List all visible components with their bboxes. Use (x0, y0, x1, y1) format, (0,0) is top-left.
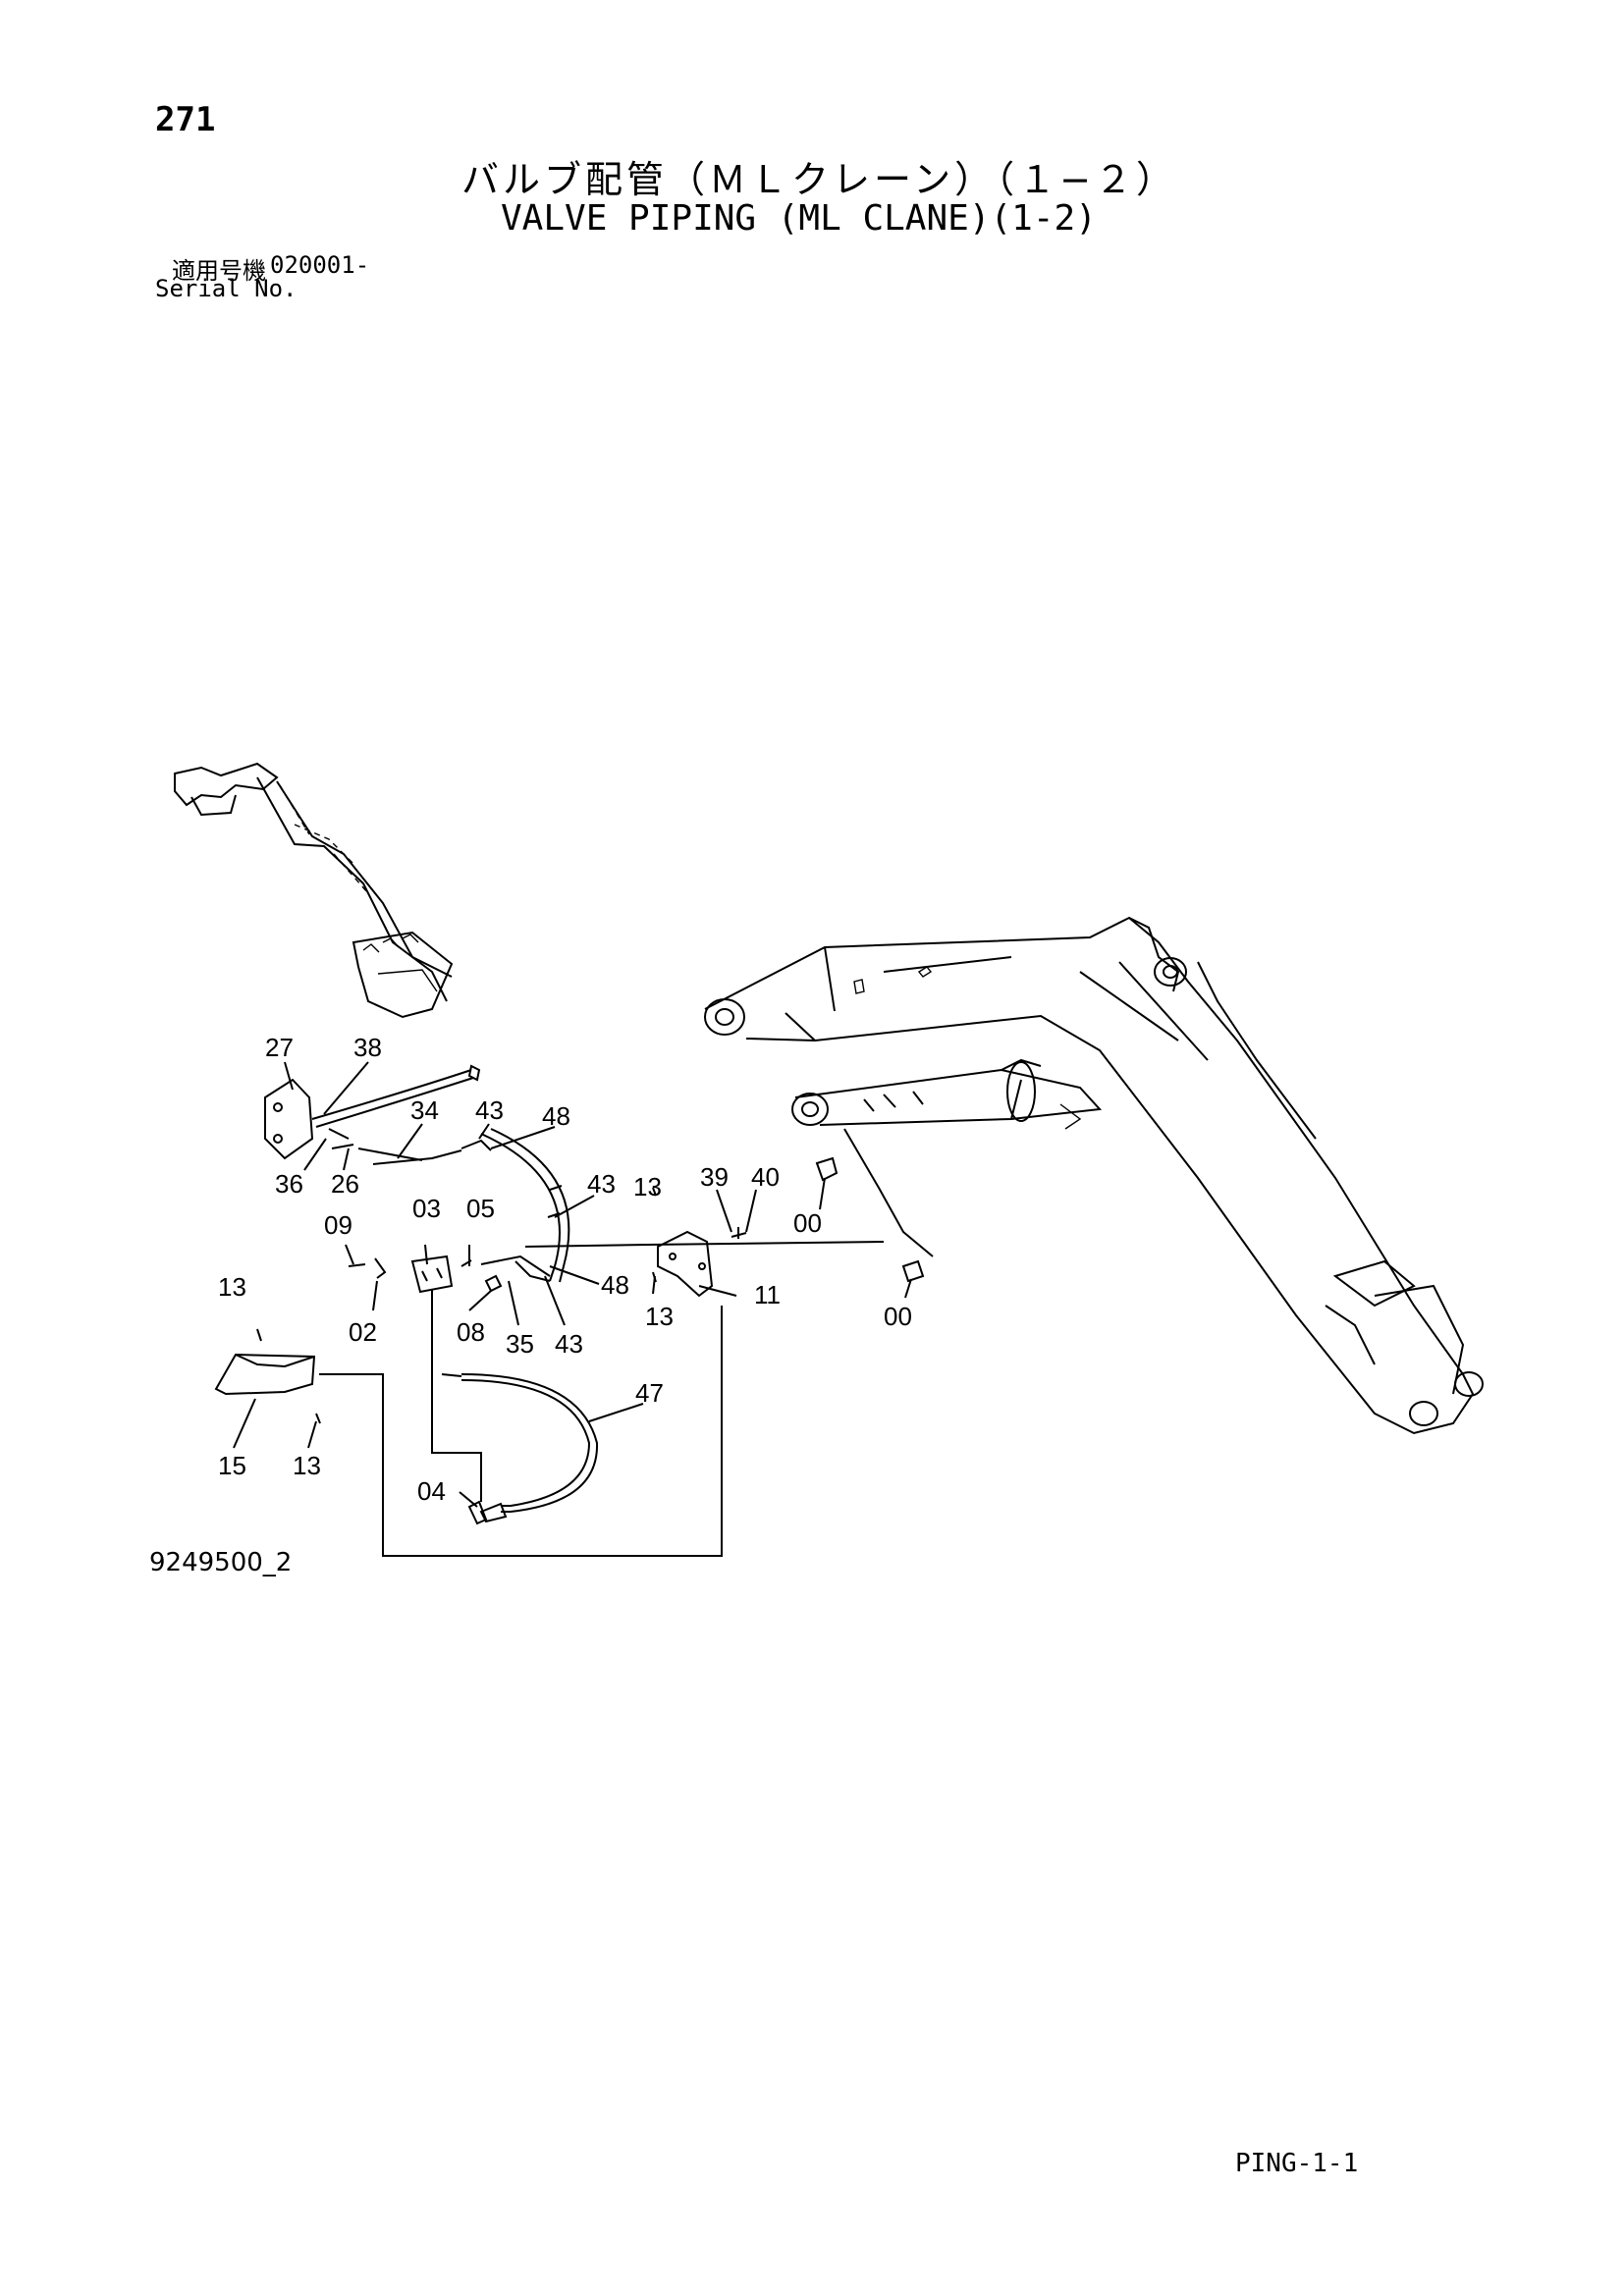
fittings-00 (815, 1156, 925, 1283)
callout-13b: 13 (218, 1272, 246, 1302)
cover-15 (214, 1328, 321, 1424)
callout-39: 39 (700, 1162, 729, 1192)
sheet-code: PING-1-1 (1235, 2149, 1359, 2178)
callout-26: 26 (331, 1169, 359, 1199)
callout-09: 09 (324, 1210, 352, 1240)
callout-00b: 00 (884, 1302, 912, 1331)
title-japanese: バルブ配管（ＭＬクレーン）（１−２） (461, 158, 1177, 201)
callout-35: 35 (506, 1329, 534, 1359)
callout-43: 43 (475, 1095, 504, 1125)
callout-02: 02 (349, 1317, 377, 1347)
title-english: VALVE PIPING (ML CLANE)(1-2) (501, 198, 1097, 239)
callout-47: 47 (635, 1378, 664, 1408)
callout-34: 34 (410, 1095, 439, 1125)
hose-47 (441, 1373, 599, 1525)
callout-08: 08 (457, 1317, 485, 1347)
callout-05: 05 (466, 1194, 495, 1223)
callout-38: 38 (353, 1033, 382, 1062)
callout-13c: 13 (645, 1302, 674, 1331)
hose-38-assembly (264, 1064, 492, 1165)
callout-40: 40 (751, 1162, 780, 1192)
callout-03: 03 (412, 1194, 441, 1223)
boom-drawing (704, 916, 1484, 1435)
serial-label-japanese: 適用号機 (172, 257, 266, 285)
callout-36: 36 (275, 1169, 303, 1199)
serial-value: 020001- (270, 251, 370, 279)
callout-48: 48 (542, 1101, 570, 1131)
callout-15: 15 (218, 1451, 246, 1480)
callout-04: 04 (417, 1476, 446, 1506)
callout-43b: 43 (587, 1169, 616, 1199)
bracket-11 (652, 1187, 747, 1298)
callout-27: 27 (265, 1033, 294, 1062)
inset-arm-drawing (174, 762, 454, 1019)
callout-13d: 13 (293, 1451, 321, 1480)
serial-label-english: Serial No. (155, 275, 298, 302)
callout-43c: 43 (555, 1329, 583, 1359)
callout-13a: 13 (633, 1172, 662, 1201)
callout-48b: 48 (601, 1270, 629, 1300)
piping-routes (319, 1128, 934, 1557)
figure-id: 9249500_2 (149, 1548, 293, 1577)
callout-11: 11 (754, 1280, 781, 1309)
cylinder-drawing (791, 1058, 1103, 1130)
callout-labels: 27 38 34 43 48 36 26 43 13 39 40 09 03 0… (218, 1033, 912, 1506)
valve-block (348, 1255, 551, 1294)
leader-lines (233, 1061, 912, 1508)
callout-00a: 00 (793, 1208, 822, 1238)
page-number: 271 (155, 100, 216, 139)
